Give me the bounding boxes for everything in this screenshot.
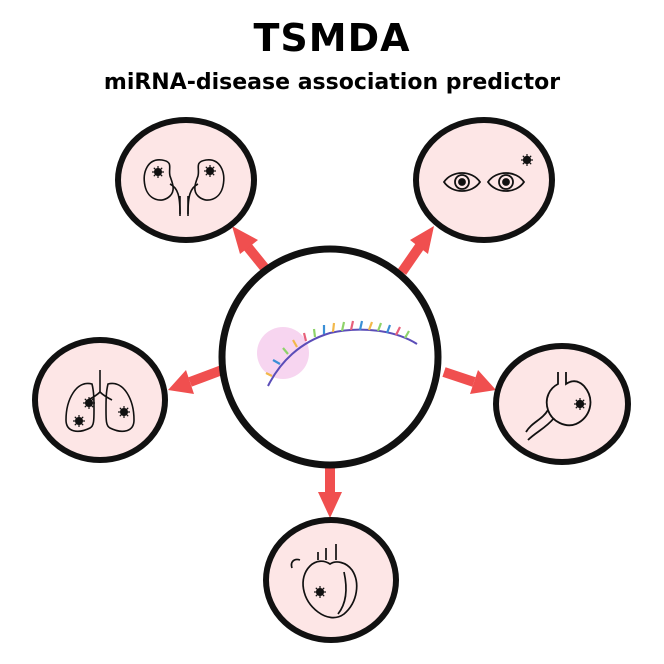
heart-icon xyxy=(290,544,358,619)
mirna-strand-icon xyxy=(257,320,418,387)
diagram-title: TSMDA xyxy=(253,16,411,60)
organ-node-stomach xyxy=(493,343,631,465)
arrow-to-eye xyxy=(397,226,434,275)
stomach-icon xyxy=(525,372,592,441)
arrow-to-kidney xyxy=(232,226,272,276)
lungs-icon xyxy=(65,370,135,433)
center-mirna-node xyxy=(218,245,442,469)
kidneys-icon xyxy=(143,159,225,216)
diagram-subtitle: miRNA-disease association predictor xyxy=(103,70,561,95)
eyes-icon xyxy=(442,153,534,192)
organ-node-kidney xyxy=(115,117,257,243)
organ-node-eye xyxy=(413,117,555,243)
arrow-to-lung xyxy=(168,365,224,394)
organ-node-lung xyxy=(32,337,168,463)
organ-node-heart xyxy=(263,517,399,643)
arrow-to-stomach xyxy=(442,367,496,394)
